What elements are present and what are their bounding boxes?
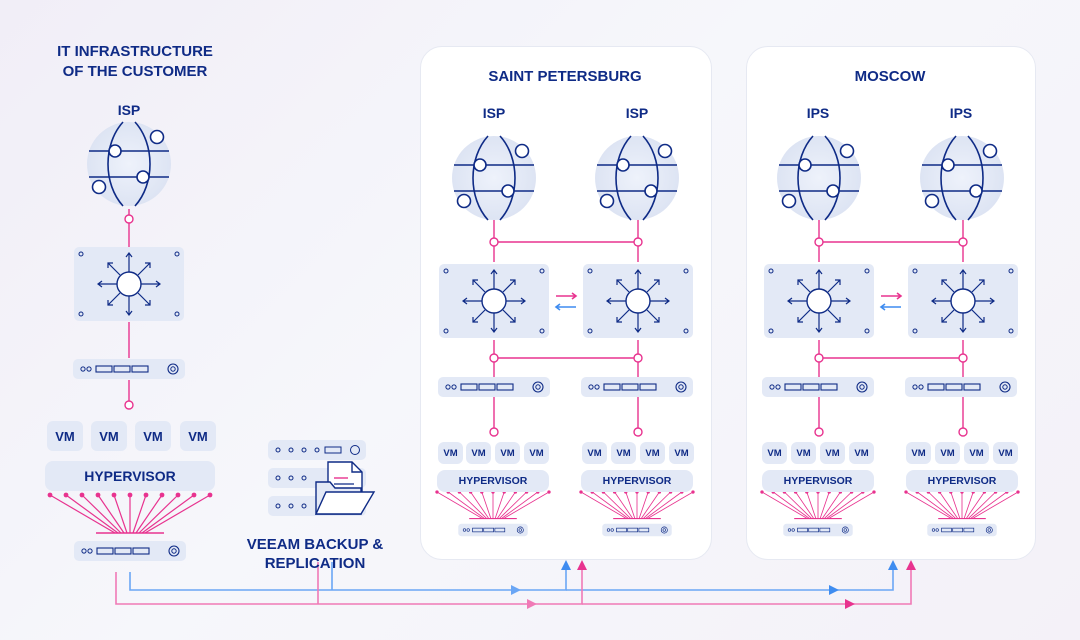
msk-vm: VM (849, 442, 874, 464)
spb-link-node (633, 237, 643, 247)
customer-storage-server-icon (73, 540, 187, 562)
veeam-label-line2: REPLICATION (264, 555, 366, 572)
spb-storage-fan (434, 489, 552, 520)
spb-link-node (489, 237, 499, 247)
customer-title-line1: IT INFRASTRUCTURE (57, 43, 213, 60)
msk-link-node (814, 353, 824, 363)
spb-link-node (633, 353, 643, 363)
customer-router-icon (73, 246, 185, 322)
msk-link-node (814, 427, 824, 437)
msk-vm: VM (791, 442, 816, 464)
msk-switch-server-icon (904, 376, 1018, 398)
customer-vm: VM (47, 421, 83, 451)
msk-storage-server-icon (782, 523, 854, 537)
customer-vm: VM (180, 421, 216, 451)
msk-router-icon (763, 263, 875, 339)
customer-title: IT INFRASTRUCTURE OF THE CUSTOMER (40, 42, 230, 82)
spb-link-node (489, 427, 499, 437)
spb-router-icon (438, 263, 550, 339)
msk-hypervisor: HYPERVISOR (906, 470, 1018, 492)
customer-vm: VM (135, 421, 171, 451)
moscow-title: MOSCOW (854, 68, 926, 85)
spb-storage-server-icon (457, 523, 529, 537)
msk-storage-fan (903, 489, 1021, 520)
folder-icon (314, 461, 376, 515)
spb-isp-label-1: ISP (482, 105, 506, 121)
customer-storage-fan (46, 491, 214, 534)
spb-link-node (489, 353, 499, 363)
spb-isp-globe-icon (594, 135, 680, 221)
spb-isp-label-2: ISP (625, 105, 649, 121)
msk-link-node (958, 427, 968, 437)
msk-ips-globe-icon (776, 135, 862, 221)
msk-link-node (814, 237, 824, 247)
msk-vm: VM (935, 442, 960, 464)
customer-link-node (124, 214, 134, 224)
msk-storage-fan (759, 489, 877, 520)
spb-hypervisor: HYPERVISOR (437, 470, 549, 492)
customer-title-line2: OF THE CUSTOMER (62, 63, 208, 80)
spb-isp-globe-icon (451, 135, 537, 221)
msk-link-node (958, 353, 968, 363)
spb-storage-fan (578, 489, 696, 520)
spb-switch-server-icon (437, 376, 551, 398)
msk-switch-server-icon (761, 376, 875, 398)
msk-isp-label-1: IPS (806, 105, 830, 121)
msk-isp-label-2: IPS (949, 105, 973, 121)
spb-hypervisor: HYPERVISOR (581, 470, 693, 492)
msk-sync-arrows-icon (879, 292, 903, 311)
msk-storage-server-icon (926, 523, 998, 537)
spb-vm: VM (640, 442, 665, 464)
spb-vm: VM (495, 442, 520, 464)
msk-vm: VM (993, 442, 1018, 464)
spb-vm: VM (669, 442, 694, 464)
replication-path-blue (129, 562, 894, 591)
customer-link-node (124, 400, 134, 410)
spb-sync-arrows-icon (554, 292, 578, 311)
spb-vm: VM (524, 442, 549, 464)
veeam-label-line1: VEEAM BACKUP & (246, 536, 384, 553)
customer-vm: VM (91, 421, 127, 451)
msk-ips-globe-icon (919, 135, 1005, 221)
customer-hypervisor: HYPERVISOR (45, 461, 215, 491)
spb-vm: VM (438, 442, 463, 464)
spb-vm: VM (582, 442, 607, 464)
msk-link-node (958, 237, 968, 247)
customer-isp-label: ISP (117, 102, 141, 118)
spb-storage-server-icon (601, 523, 673, 537)
msk-router-icon (907, 263, 1019, 339)
msk-vm: VM (964, 442, 989, 464)
spb-vm: VM (466, 442, 491, 464)
msk-hypervisor: HYPERVISOR (762, 470, 874, 492)
spb-router-icon (582, 263, 694, 339)
spb-vm: VM (611, 442, 636, 464)
replication-path-pink (115, 562, 912, 605)
spb-link-node (633, 427, 643, 437)
customer-switch-server-icon (72, 358, 186, 380)
msk-vm: VM (906, 442, 931, 464)
msk-vm: VM (820, 442, 845, 464)
veeam-label: VEEAM BACKUP & REPLICATION (240, 535, 390, 573)
customer-isp-globe-icon (86, 121, 172, 207)
saint-petersburg-title: SAINT PETERSBURG (488, 68, 642, 85)
spb-switch-server-icon (580, 376, 694, 398)
msk-vm: VM (762, 442, 787, 464)
replication-arrowheads (511, 560, 916, 609)
